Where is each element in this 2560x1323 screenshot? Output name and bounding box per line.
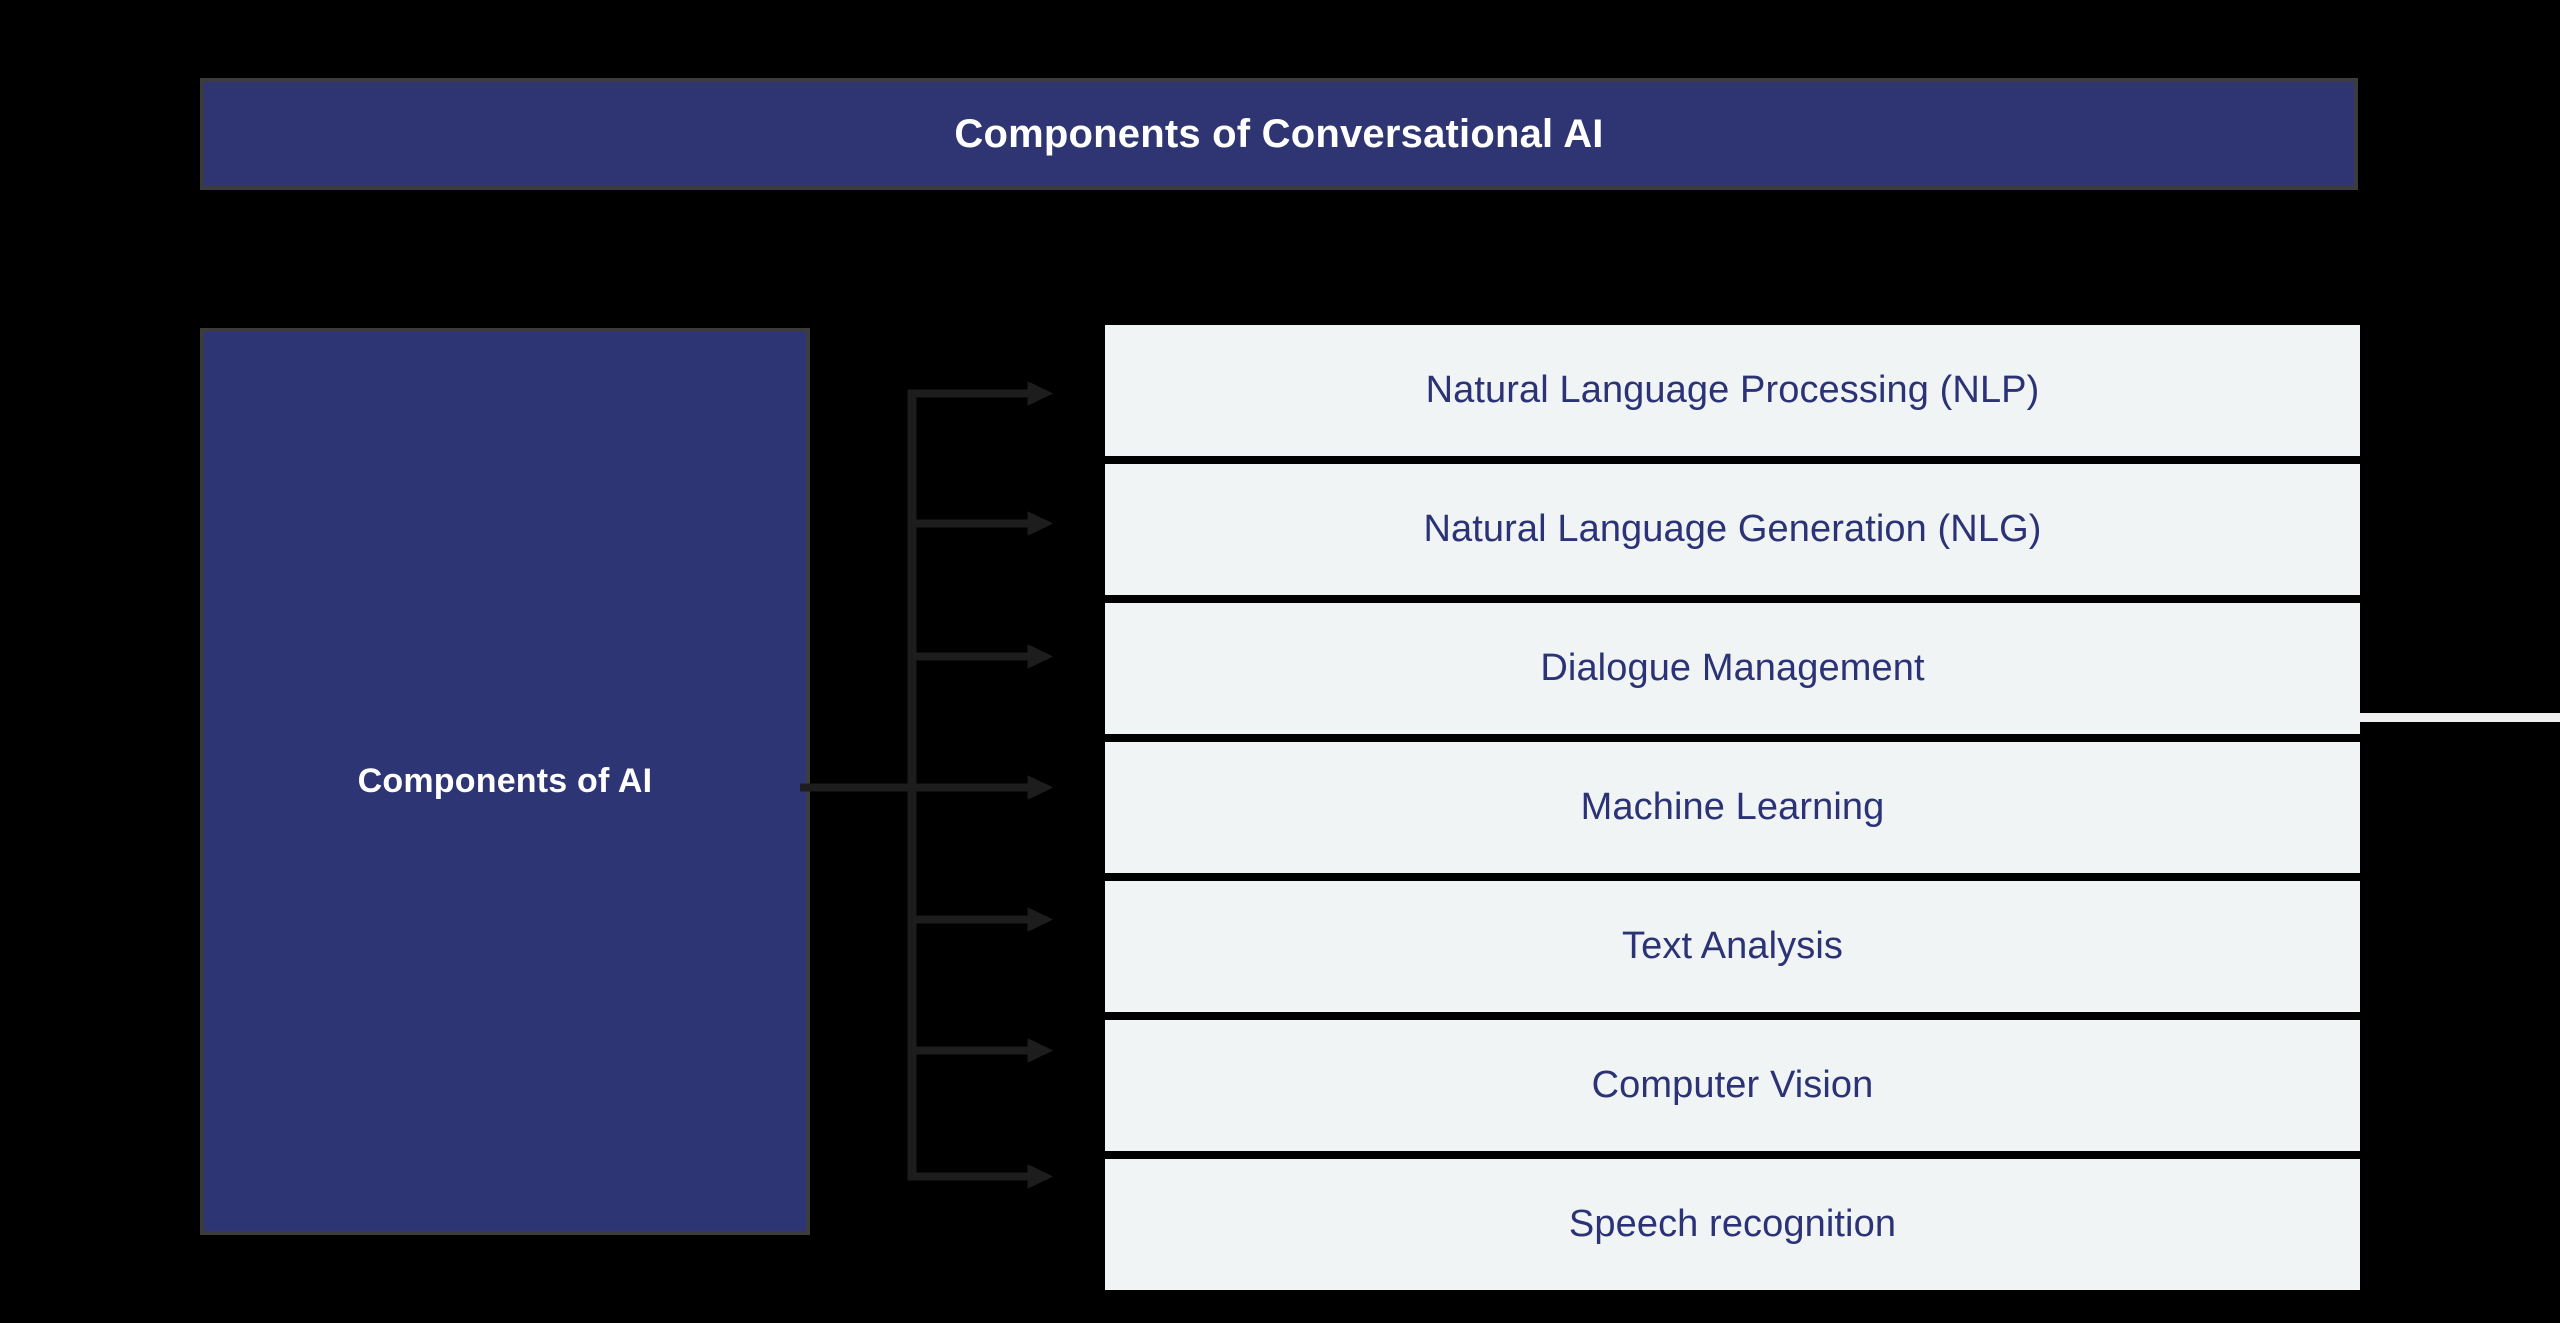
- arrowhead-1: [1027, 381, 1054, 406]
- header-banner: Components of Conversational AI: [200, 78, 2358, 190]
- connector-branch-3: [907, 652, 1034, 661]
- component-box-text-analysis[interactable]: Text Analysis: [1105, 881, 2360, 1012]
- arrowhead-5: [1027, 907, 1054, 932]
- arrowhead-2: [1027, 511, 1054, 536]
- arrowhead-4: [1027, 775, 1054, 800]
- connector-branch-6: [907, 1046, 1034, 1055]
- page-title: Components of Conversational AI: [954, 112, 1604, 156]
- component-label: Machine Learning: [1580, 785, 1885, 828]
- component-label: Speech recognition: [1568, 1202, 1897, 1245]
- root-node-components-of-ai[interactable]: Components of AI: [200, 328, 810, 1235]
- component-label: Natural Language Processing (NLP): [1425, 368, 2040, 411]
- arrowhead-3: [1027, 644, 1054, 669]
- edge-divider-rule: [2360, 713, 2560, 722]
- component-label: Dialogue Management: [1540, 646, 1925, 689]
- connector-branch-7: [907, 1172, 1034, 1181]
- arrowhead-6: [1027, 1038, 1054, 1063]
- connector-branch-5: [907, 915, 1034, 924]
- component-list: Natural Language Processing (NLP) Natura…: [1105, 325, 2360, 1290]
- component-box-machine-learning[interactable]: Machine Learning: [1105, 742, 2360, 873]
- connector-branch-1: [907, 389, 1034, 398]
- component-label: Computer Vision: [1591, 1063, 1874, 1106]
- component-label: Natural Language Generation (NLG): [1423, 507, 2042, 550]
- component-box-nlp[interactable]: Natural Language Processing (NLP): [1105, 325, 2360, 456]
- component-box-computer-vision[interactable]: Computer Vision: [1105, 1020, 2360, 1151]
- component-box-dialogue-management[interactable]: Dialogue Management: [1105, 603, 2360, 734]
- connector-stem: [800, 783, 916, 792]
- connector-branch-2: [907, 519, 1034, 528]
- component-box-nlg[interactable]: Natural Language Generation (NLG): [1105, 464, 2360, 595]
- connector-branch-4: [907, 783, 1034, 792]
- component-label: Text Analysis: [1622, 924, 1843, 967]
- component-box-speech-recognition[interactable]: Speech recognition: [1105, 1159, 2360, 1290]
- arrowhead-7: [1027, 1164, 1054, 1189]
- connector-lines: [800, 381, 1054, 1189]
- root-node-label: Components of AI: [357, 762, 653, 800]
